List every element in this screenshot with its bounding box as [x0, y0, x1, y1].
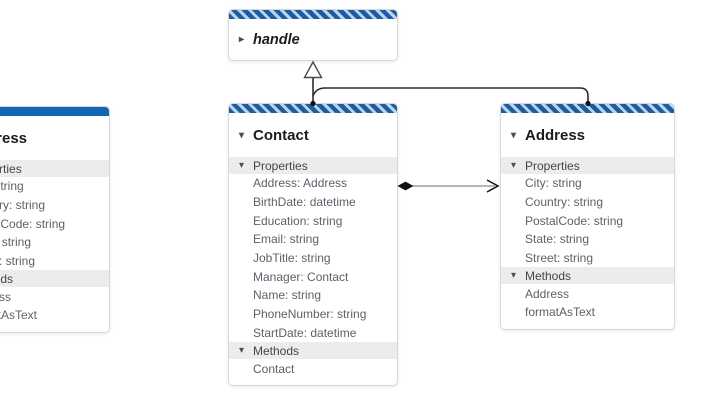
- chevron-down-icon[interactable]: ▾: [239, 160, 245, 171]
- chevron-down-icon[interactable]: ▾: [239, 129, 245, 141]
- open-arrowhead-icon: [486, 179, 500, 193]
- section-label: Properties: [253, 158, 308, 173]
- section-label: Properties: [0, 161, 22, 176]
- node-title-row[interactable]: ▾ Address: [0, 116, 109, 160]
- node-footer: [501, 322, 674, 329]
- member-item[interactable]: formatAsText: [525, 305, 596, 320]
- member-item[interactable]: City: string: [525, 176, 582, 191]
- member-item[interactable]: BirthDate: datetime: [253, 195, 356, 210]
- member-item[interactable]: PostalCode: string: [0, 216, 66, 231]
- member-item[interactable]: formatAsText: [0, 308, 38, 323]
- node-header-striped[interactable]: [229, 104, 397, 113]
- member-item[interactable]: Contact: [253, 361, 295, 376]
- section-label: Methods: [253, 343, 300, 358]
- diamond-terminal-icon: [397, 181, 414, 191]
- chevron-down-icon[interactable]: ▾: [239, 345, 245, 357]
- node-title-row[interactable]: ▾ Address: [501, 113, 674, 157]
- section-header-properties[interactable]: ▾ Properties: [501, 157, 674, 174]
- member-item[interactable]: Education: string: [253, 213, 343, 228]
- member-item[interactable]: Address: [0, 289, 12, 304]
- section-header-methods[interactable]: ▾ Methods: [229, 342, 397, 360]
- member-item[interactable]: StartDate: datetime: [253, 325, 357, 340]
- node-title: handle: [253, 31, 300, 48]
- chevron-right-icon[interactable]: ▸: [239, 34, 245, 45]
- member-item[interactable]: Email: string: [253, 232, 320, 247]
- section-label: Methods: [525, 268, 572, 283]
- member-item[interactable]: Address: Address: [253, 176, 348, 191]
- node-title: Contact: [253, 126, 309, 144]
- node-title: Address: [0, 129, 28, 147]
- class-node-address[interactable]: ▾ Address ▾ Properties City: string Coun…: [500, 103, 675, 330]
- node-footer: [0, 325, 109, 332]
- class-node-handle[interactable]: ▸ handle: [228, 9, 398, 61]
- member-item[interactable]: Manager: Contact: [253, 269, 349, 284]
- node-title: Address: [525, 126, 586, 144]
- node-header-solid[interactable]: [0, 107, 109, 116]
- chevron-down-icon[interactable]: ▾: [511, 160, 517, 171]
- member-item[interactable]: Name: string: [253, 288, 322, 303]
- node-title-row[interactable]: ▸ handle: [229, 19, 397, 60]
- section-header-properties[interactable]: ▾ Properties: [0, 160, 109, 177]
- member-item[interactable]: City: string: [0, 179, 24, 194]
- member-item[interactable]: Country: string: [525, 195, 604, 210]
- member-item[interactable]: Country: string: [0, 198, 46, 213]
- chevron-down-icon[interactable]: ▾: [511, 129, 517, 141]
- section-header-methods[interactable]: ▾ Methods: [501, 267, 674, 285]
- node-header-striped[interactable]: [229, 10, 397, 19]
- section-label: Properties: [525, 158, 580, 173]
- inheritance-link-address-handle[interactable]: [312, 87, 589, 103]
- member-item[interactable]: Address: [525, 286, 570, 301]
- member-item[interactable]: State: string: [0, 235, 32, 250]
- member-item[interactable]: PhoneNumber: string: [253, 307, 367, 322]
- section-label: Methods: [0, 271, 14, 286]
- class-node-address-partial[interactable]: ▾ Address ▾ Properties City: string Coun…: [0, 106, 110, 333]
- node-header-striped[interactable]: [501, 104, 674, 113]
- member-item[interactable]: PostalCode: string: [525, 213, 624, 228]
- section-header-methods[interactable]: ▾ Methods: [0, 270, 109, 288]
- member-item[interactable]: JobTitle: string: [253, 251, 331, 266]
- node-title-row[interactable]: ▾ Contact: [229, 113, 397, 157]
- class-node-contact[interactable]: ▾ Contact ▾ Properties Address: Address …: [228, 103, 398, 386]
- chevron-down-icon[interactable]: ▾: [511, 270, 517, 282]
- member-item[interactable]: State: string: [525, 232, 590, 247]
- section-header-properties[interactable]: ▾ Properties: [229, 157, 397, 174]
- node-footer: [229, 378, 397, 385]
- triangle-arrowhead-icon: [303, 60, 323, 79]
- member-item[interactable]: Street: string: [525, 251, 594, 266]
- member-item[interactable]: Street: string: [0, 254, 36, 269]
